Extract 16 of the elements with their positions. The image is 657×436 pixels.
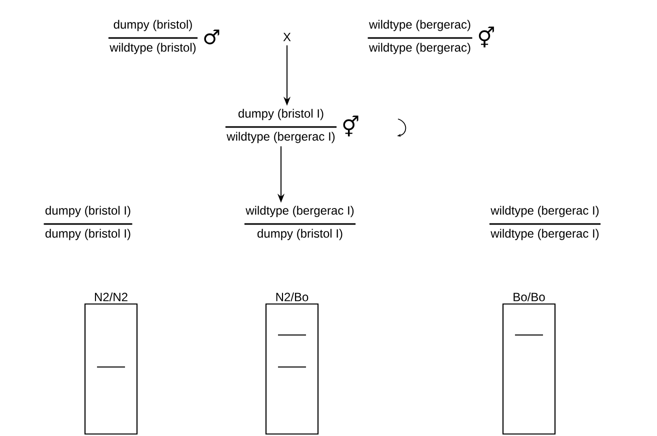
genotype-fraction: dumpy (bristol) wildtype (bristol) xyxy=(108,20,198,54)
genotype-fraction: wildtype (bergerac I) dumpy (bristol I) xyxy=(244,206,356,240)
gel-lane: N2/Bo xyxy=(265,292,319,435)
gel-lane: Bo/Bo xyxy=(502,292,556,435)
node-label: Bo/Bo xyxy=(514,292,545,302)
genotype-fraction: wildtype (bergerac) wildtype (bergerac) xyxy=(368,20,472,54)
gel-lane: N2/N2 xyxy=(84,292,138,435)
node-label: N2/N2 xyxy=(94,292,128,302)
sex-symbol: ⚥ xyxy=(478,26,494,48)
genotype-fraction: dumpy (bristol I) wildtype (bergerac I) xyxy=(225,108,337,144)
genotype-fraction: dumpy (bristol I) dumpy (bristol I) xyxy=(44,206,132,240)
cross-sign: X xyxy=(283,32,291,42)
node-label: N2/Bo xyxy=(276,292,308,302)
sex-symbol: ⚥ xyxy=(343,116,358,136)
genotype-fraction: wildtype (bergerac I) wildtype (bergerac I) xyxy=(489,206,601,240)
sex-symbol: ♂ xyxy=(204,30,220,44)
